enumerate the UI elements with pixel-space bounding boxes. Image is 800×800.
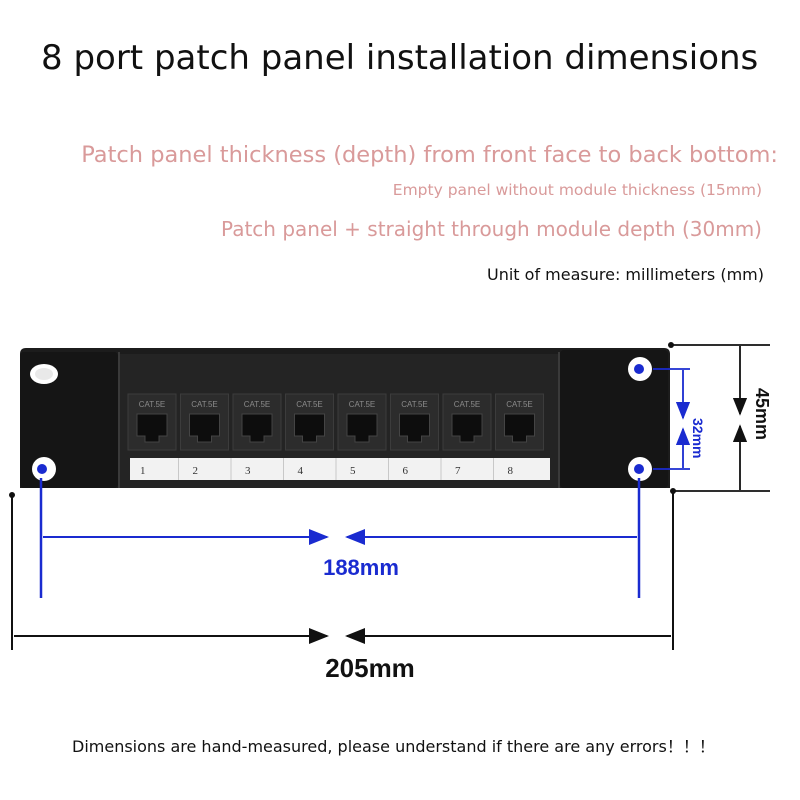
bottom-left-hole bbox=[32, 457, 56, 481]
port-label-strip bbox=[130, 458, 550, 480]
overall-height-label: 45mm bbox=[752, 388, 772, 440]
jack-opening bbox=[504, 413, 535, 443]
port-number: 4 bbox=[298, 465, 304, 477]
jack-opening bbox=[241, 413, 273, 443]
port-number: 7 bbox=[455, 465, 461, 477]
jack-label: CAT.5E bbox=[139, 400, 166, 409]
depth-heading: Patch panel thickness (depth) from front… bbox=[81, 142, 778, 168]
unit-note: Unit of measure: millimeters (mm) bbox=[487, 265, 764, 284]
module-depth-note: Patch panel + straight through module de… bbox=[221, 217, 762, 241]
hole-vertical-dimension: 32mm bbox=[653, 368, 706, 470]
patch-panel: CAT.5E1CAT.5E2CAT.5E3CAT.5E4CAT.5E5CAT.5… bbox=[20, 348, 670, 488]
rj45-port: CAT.5E 4 bbox=[283, 393, 334, 480]
port-number: 2 bbox=[193, 465, 199, 477]
rj45-port: CAT.5E 2 bbox=[178, 393, 229, 480]
left-bracket bbox=[20, 352, 118, 488]
port-number: 8 bbox=[508, 465, 514, 477]
jack-label: CAT.5E bbox=[454, 400, 481, 409]
top-left-slot bbox=[30, 364, 58, 384]
bottom-right-hole bbox=[628, 457, 652, 481]
hole-spacing-dimension: 188mm bbox=[39, 478, 641, 598]
rj45-port: CAT.5E 6 bbox=[388, 393, 439, 480]
jack-opening bbox=[346, 413, 378, 443]
rj45-port: CAT.5E 1 bbox=[127, 393, 177, 477]
port-number: 1 bbox=[140, 465, 146, 477]
jack-opening bbox=[399, 413, 430, 443]
overall-width-label: 205mm bbox=[325, 653, 415, 683]
jack-label: CAT.5E bbox=[401, 400, 428, 409]
jack-label: CAT.5E bbox=[191, 400, 218, 409]
rj45-port: CAT.5E 7 bbox=[440, 393, 492, 480]
jack-opening bbox=[136, 413, 168, 443]
top-right-hole bbox=[628, 357, 652, 381]
page-title: 8 port patch panel installation dimensio… bbox=[41, 38, 759, 78]
empty-panel-depth-note: Empty panel without module thickness (15… bbox=[392, 181, 762, 199]
rj45-port: CAT.5E 3 bbox=[230, 393, 282, 480]
port-number: 5 bbox=[350, 465, 356, 477]
rj45-port: CAT.5E 8 bbox=[493, 393, 544, 480]
footer-disclaimer: Dimensions are hand-measured, please und… bbox=[72, 737, 715, 756]
jack-label: CAT.5E bbox=[244, 400, 271, 409]
port-number: 6 bbox=[403, 465, 409, 477]
jack-opening bbox=[189, 413, 220, 443]
jack-opening bbox=[451, 413, 483, 443]
jack-label: CAT.5E bbox=[506, 400, 533, 409]
right-bracket bbox=[560, 350, 668, 488]
jack-label: CAT.5E bbox=[349, 400, 376, 409]
overall-height-dimension: 45mm bbox=[668, 342, 772, 492]
jack-label: CAT.5E bbox=[296, 400, 323, 409]
jack-opening bbox=[294, 413, 325, 443]
port-number: 3 bbox=[245, 465, 251, 477]
rj45-port: CAT.5E 5 bbox=[335, 393, 387, 480]
hole-spacing-label: 188mm bbox=[323, 555, 399, 580]
hole-vertical-label: 32mm bbox=[690, 418, 706, 458]
overall-width-dimension: 205mm bbox=[9, 488, 676, 683]
ports-group: CAT.5E1CAT.5E2CAT.5E3CAT.5E4CAT.5E5CAT.5… bbox=[127, 393, 544, 480]
